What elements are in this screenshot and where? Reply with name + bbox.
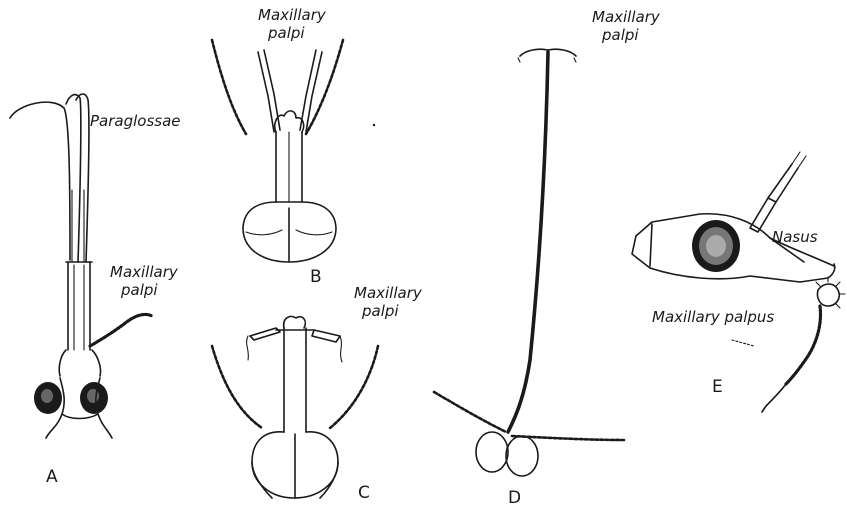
label-paraglossae: Paraglossae	[90, 112, 181, 130]
head-left-eye-d	[476, 432, 508, 472]
panel-e-drawing	[632, 152, 845, 412]
panel-b-drawing	[212, 40, 343, 262]
panel-letter-e: E	[712, 377, 723, 397]
head-right-eye-d	[506, 436, 538, 476]
label-maxillary-palpi-b-line2: palpi	[267, 24, 305, 42]
panel-d-drawing	[434, 49, 624, 476]
panel-letter-d: D	[508, 488, 521, 508]
panel-letter-b: B	[310, 267, 322, 287]
label-maxillary-palpi-c-line2: palpi	[361, 302, 399, 320]
label-maxillary-palpi-a-line1: Maxillary	[110, 263, 179, 281]
label-maxillary-palpi-d-line1: Maxillary	[592, 8, 661, 26]
panel-letter-c: C	[358, 483, 370, 503]
label-maxillary-palpi-a-line2: palpi	[120, 281, 158, 299]
stray-dot	[373, 124, 375, 126]
label-nasus: Nasus	[772, 228, 818, 246]
panel-c-drawing	[212, 316, 378, 498]
label-maxillary-palpi-d-line2: palpi	[601, 26, 639, 44]
label-maxillary-palpi-b-line1: Maxillary	[258, 6, 327, 24]
panel-letter-a: A	[46, 467, 58, 487]
label-maxillary-palpus: Maxillary palpus	[652, 308, 774, 326]
label-maxillary-palpi-c-line1: Maxillary	[354, 284, 423, 302]
